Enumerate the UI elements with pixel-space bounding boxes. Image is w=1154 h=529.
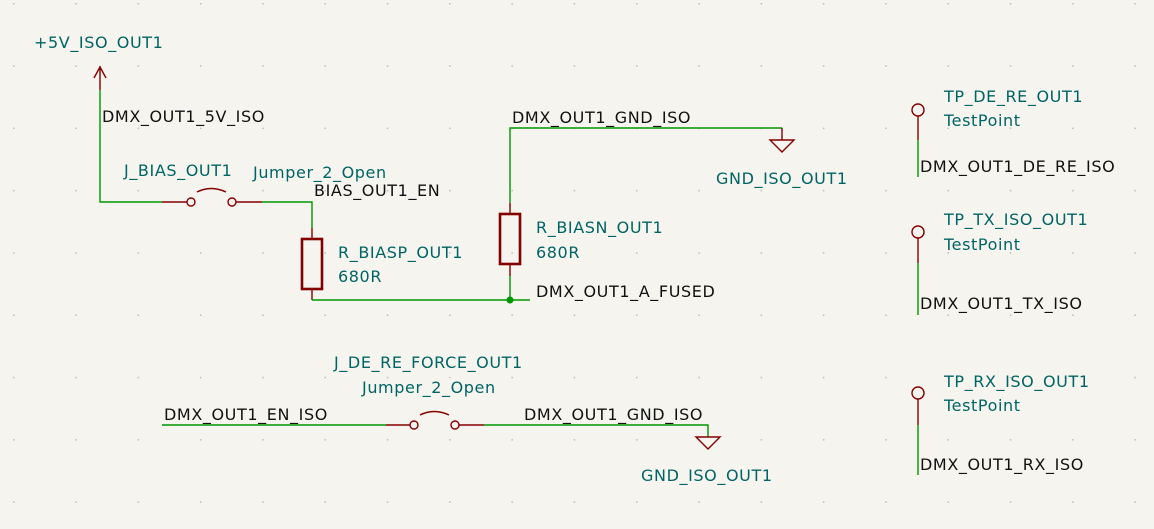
tp-tx-value: TestPoint	[943, 235, 1021, 254]
gnd-symbol-top[interactable]	[768, 128, 796, 153]
net-label-rx: DMX_OUT1_RX_ISO	[920, 455, 1084, 475]
net-label-tx: DMX_OUT1_TX_ISO	[920, 294, 1083, 314]
r-biasn-ref: R_BIASN_OUT1	[536, 218, 663, 238]
tp-tx-ref: TP_TX_ISO_OUT1	[943, 210, 1088, 230]
tp-de-re-value: TestPoint	[943, 111, 1021, 130]
wire-gnd-top[interactable]	[509, 127, 782, 203]
wire-bias-en[interactable]	[262, 201, 313, 228]
j-bias-ref: J_BIAS_OUT1	[123, 161, 232, 181]
testpoint-rx[interactable]	[911, 386, 925, 475]
r-biasp-ref: R_BIASP_OUT1	[338, 243, 463, 263]
resistor-r-biasp[interactable]	[300, 228, 324, 300]
net-label-de-re: DMX_OUT1_DE_RE_ISO	[920, 157, 1115, 177]
tp-rx-value: TestPoint	[943, 396, 1021, 415]
power-symbol-5v[interactable]	[93, 65, 107, 90]
tp-rx-ref: TP_RX_ISO_OUT1	[943, 372, 1090, 392]
r-biasp-value: 680R	[338, 267, 382, 286]
net-label-bias-en: BIAS_OUT1_EN	[314, 181, 440, 201]
net-label-gnd-bottom: DMX_OUT1_GND_ISO	[524, 405, 703, 425]
jumper-j-bias[interactable]	[162, 187, 262, 207]
tp-de-re-ref: TP_DE_RE_OUT1	[943, 87, 1083, 107]
j-bias-value: Jumper_2_Open	[252, 163, 387, 183]
j-de-re-value: Jumper_2_Open	[361, 378, 496, 398]
power-arrow-icon	[93, 65, 107, 90]
j-de-re-ref: J_DE_RE_FORCE_OUT1	[333, 353, 523, 373]
power-label: +5V_ISO_OUT1	[34, 33, 163, 53]
net-label-gnd-top: DMX_OUT1_GND_ISO	[512, 108, 691, 128]
net-label-en-iso: DMX_OUT1_EN_ISO	[164, 405, 328, 425]
gnd-top-label: GND_ISO_OUT1	[716, 169, 848, 189]
testpoint-tx[interactable]	[911, 225, 925, 315]
net-label-a-fused: DMX_OUT1_A_FUSED	[536, 282, 715, 302]
gnd-symbol-bottom[interactable]	[694, 436, 722, 450]
testpoint-de-re[interactable]	[911, 103, 925, 177]
gnd-bottom-label: GND_ISO_OUT1	[641, 466, 773, 486]
wire-5v[interactable]	[99, 90, 162, 203]
jumper-j-de-re-force[interactable]	[386, 410, 484, 430]
resistor-r-biasn[interactable]	[498, 203, 522, 276]
net-label-5v: DMX_OUT1_5V_ISO	[102, 107, 265, 127]
wire-gnd-bottom[interactable]	[484, 424, 709, 437]
r-biasn-value: 680R	[536, 243, 580, 262]
